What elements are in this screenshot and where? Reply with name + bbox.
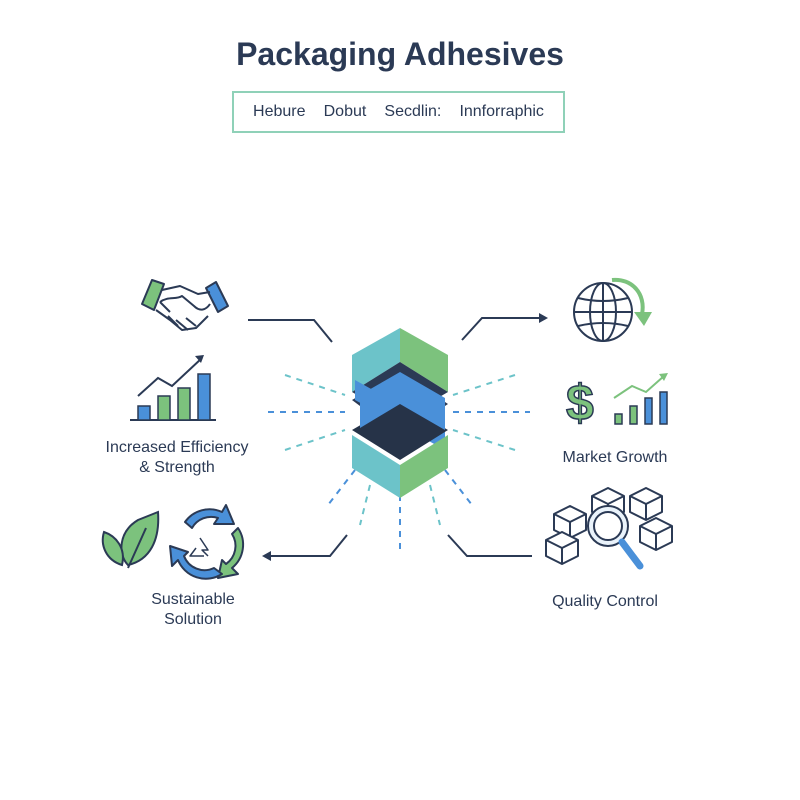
- arrowhead-right: [539, 313, 548, 323]
- tab-secdlin[interactable]: Secdlin:: [384, 103, 442, 120]
- tab-hebure[interactable]: Hebure: [253, 103, 306, 120]
- handshake-icon: [141, 279, 229, 331]
- label-sustainable-line1: Sustainable: [151, 591, 235, 608]
- dollar-icon: $: [565, 374, 595, 432]
- label-efficiency-line1: Increased Efficiency: [105, 439, 249, 456]
- connector-bottom-left: [270, 534, 348, 557]
- tab-bar: Hebure Dobut Secdlin: Innforraphic: [232, 91, 565, 133]
- label-quality-control: Quality Control: [552, 593, 658, 610]
- boxes-magnifier-icon: [545, 487, 673, 570]
- label-sustainable-line2: Solution: [164, 611, 222, 628]
- bar-chart-growth-icon: [130, 355, 216, 421]
- arrowhead-left: [262, 551, 271, 561]
- label-efficiency-line2: & Strength: [139, 459, 215, 476]
- tab-innforraphic[interactable]: Innforraphic: [459, 103, 544, 120]
- label-efficiency: Increased Efficiency & Strength: [92, 438, 262, 478]
- globe-arrow-icon: [573, 277, 652, 342]
- connector-bottom-right: [447, 534, 532, 557]
- label-sustainable: Sustainable Solution: [118, 590, 268, 630]
- connector-top-right: [461, 317, 542, 341]
- label-market-growth: Market Growth: [562, 449, 668, 466]
- tab-dobut[interactable]: Dobut: [323, 103, 367, 120]
- page-title: Packaging Adhesives: [236, 36, 564, 72]
- radiating-rays: [268, 374, 530, 555]
- connector-lines: [248, 317, 542, 557]
- leaf-icon: [101, 510, 160, 569]
- connector-top-left: [248, 319, 333, 343]
- svg-text:$: $: [566, 375, 594, 431]
- recycle-icon: [169, 504, 245, 580]
- growth-chart-icon: [613, 373, 668, 425]
- adhesive-ribbon-logo: [352, 328, 448, 498]
